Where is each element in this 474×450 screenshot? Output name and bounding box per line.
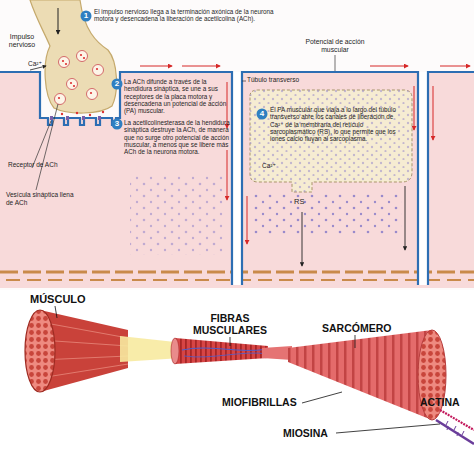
myofibril xyxy=(262,346,292,360)
leader-line xyxy=(355,335,356,348)
ach-molecule xyxy=(89,114,91,116)
synaptic-vesicle xyxy=(59,57,70,68)
ach-molecule xyxy=(96,68,98,70)
annotation-text: El impulso nervioso llega a la terminaci… xyxy=(94,8,290,23)
part-label: ACTINA xyxy=(420,396,474,408)
callout-circle-outline xyxy=(81,11,92,22)
muscle-cross-section xyxy=(25,310,55,392)
part-label: FIBRAS MUSCULARES xyxy=(185,312,275,336)
sarcomere-cone xyxy=(288,330,432,420)
ach-molecule xyxy=(61,113,63,115)
leader-line xyxy=(230,337,231,346)
callout-number: 2 xyxy=(111,78,123,90)
callout-circle: 3 xyxy=(111,118,123,130)
synaptic-vesicle xyxy=(77,51,88,62)
action-potential-arrow xyxy=(440,66,470,67)
annotation-text: El PA muscular que viaja a lo largo del … xyxy=(270,106,398,142)
synaptic-vesicle xyxy=(87,89,98,100)
calcium-flow-arrow xyxy=(302,212,303,266)
ach-molecule xyxy=(90,92,92,94)
callout-number: 1 xyxy=(80,10,92,22)
annotation-text: Receptor de ACh xyxy=(8,161,78,169)
released-calcium xyxy=(252,194,402,234)
annotation-text: La ACh difunde a través de la hendidura … xyxy=(124,78,230,114)
annotation-text: Ca²⁺ xyxy=(28,60,50,68)
myosin-filament xyxy=(436,420,474,444)
action-potential-arrow xyxy=(182,66,220,67)
callout-circle-outline xyxy=(257,109,268,120)
ach-molecule xyxy=(102,111,104,113)
callout-number: 3 xyxy=(111,118,123,130)
myosin-head xyxy=(446,421,464,436)
annotation-text: RS xyxy=(294,198,314,207)
callout-circle-outline xyxy=(112,79,123,90)
annotation-text: Ca²⁺ xyxy=(262,162,284,170)
ach-molecule xyxy=(58,97,60,99)
t-tubule xyxy=(232,72,242,285)
calcium-store xyxy=(250,90,412,192)
leader-line xyxy=(302,392,342,403)
callout-number: 4 xyxy=(256,108,268,120)
ach-receptor xyxy=(50,116,53,120)
impulse-arrow xyxy=(58,8,59,34)
callout-circle: 1 xyxy=(80,10,92,22)
action-potential-arrow xyxy=(433,86,434,140)
synaptic-vesicle xyxy=(93,65,104,76)
ach-molecule xyxy=(65,63,67,65)
leader-line xyxy=(36,104,58,190)
calcium-flow-arrow xyxy=(405,186,406,250)
annotation-text: La acetilcolinesterasa de la hendidura s… xyxy=(124,119,230,155)
released-calcium xyxy=(130,175,225,255)
action-potential-arrow xyxy=(227,150,228,200)
fiber-end xyxy=(171,338,179,364)
panel-background xyxy=(0,290,474,450)
part-label: MÚSCULO xyxy=(30,293,120,306)
ach-molecule xyxy=(76,112,78,114)
annotation-text: Túbulo transverso xyxy=(247,76,317,84)
panel-background xyxy=(0,0,474,290)
ach-molecule xyxy=(80,54,82,56)
ach-molecule xyxy=(70,82,72,84)
synaptic-vesicle xyxy=(55,94,66,105)
callout-circle: 4 xyxy=(256,108,268,120)
action-potential-arrow xyxy=(414,86,415,130)
ach-molecule xyxy=(83,57,85,59)
callout-circle-outline xyxy=(112,119,123,130)
leader-line xyxy=(242,81,246,82)
blood-vessel xyxy=(182,348,268,350)
leader-line xyxy=(336,424,440,433)
leader-line xyxy=(32,121,51,168)
ach-receptor xyxy=(98,116,101,120)
ach-receptor xyxy=(82,116,85,120)
action-potential-arrow xyxy=(140,66,172,67)
ach-molecule xyxy=(73,85,75,87)
action-potential-arrow xyxy=(247,196,248,244)
callout-circle: 2 xyxy=(111,78,123,90)
annotation-text: Impulso nervioso xyxy=(2,33,42,49)
ach-molecule xyxy=(62,60,64,62)
part-label: SARCÓMERO xyxy=(322,322,412,334)
sarcoplasmic-reticulum xyxy=(250,90,412,192)
action-potential-arrow xyxy=(370,66,408,67)
annotation-text: Potencial de acción muscular xyxy=(300,38,370,54)
part-label: MIOFIBRILLAS xyxy=(222,396,312,408)
ach-receptor xyxy=(66,116,69,120)
blood-vessel xyxy=(184,353,268,357)
t-tubule xyxy=(418,72,428,285)
part-label: MIOSINA xyxy=(283,427,363,439)
annotation-text: Vesícula sináptica llena de ACh xyxy=(6,191,78,206)
muscle-fiber xyxy=(175,338,268,364)
synaptic-vesicle xyxy=(67,79,78,90)
leader-line xyxy=(55,306,57,318)
leader-line xyxy=(335,55,336,71)
